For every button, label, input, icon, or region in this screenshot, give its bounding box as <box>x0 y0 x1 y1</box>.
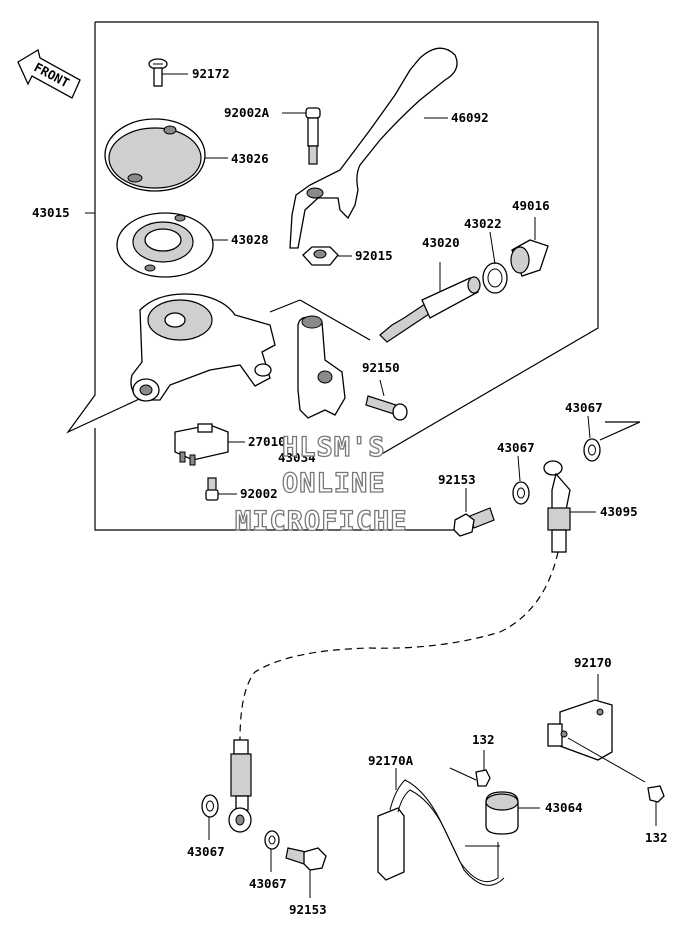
label-92172: 92172 <box>192 66 230 81</box>
label-49016: 49016 <box>512 198 550 213</box>
label-43015: 43015 <box>32 205 70 220</box>
hose-end-lower <box>228 739 252 833</box>
bolt-92150 <box>365 379 408 421</box>
label-92170A: 92170A <box>368 753 414 768</box>
screw-92172 <box>148 58 188 87</box>
nut-92015 <box>302 246 352 266</box>
label-43022: 43022 <box>464 216 502 231</box>
banjo-bolt-92153-a <box>453 488 495 537</box>
bolt-92002A <box>282 107 321 165</box>
label-132-a: 132 <box>472 732 495 747</box>
snap-ring-43022 <box>482 231 508 294</box>
watermark-line-2: ONLINE <box>282 468 386 499</box>
label-132-b: 132 <box>645 830 668 845</box>
clamp-43034 <box>297 315 346 419</box>
piston-assembly-43020 <box>379 262 481 343</box>
screw-92002 <box>205 477 237 501</box>
label-46092: 46092 <box>451 110 489 125</box>
banjo-bolt-92153-b <box>285 847 327 898</box>
washer-43067-a <box>583 415 601 462</box>
label-92002: 92002 <box>240 486 278 501</box>
washer-43067-c <box>201 794 219 840</box>
master-cylinder-body <box>130 293 276 402</box>
washer-43067-d <box>264 830 280 872</box>
watermark-line-1: HLSM'S <box>282 432 386 463</box>
label-27010: 27010 <box>248 434 286 449</box>
label-43026: 43026 <box>231 151 269 166</box>
label-92170: 92170 <box>574 655 612 670</box>
label-92153-b: 92153 <box>289 902 327 917</box>
label-43064: 43064 <box>545 800 583 815</box>
label-92015: 92015 <box>355 248 393 263</box>
watermark: HLSM'S ONLINE MICROFICHE <box>234 431 408 537</box>
washer-43067-b <box>512 455 530 505</box>
label-43067-c: 43067 <box>187 844 225 859</box>
label-43028: 43028 <box>231 232 269 247</box>
assembly-frame <box>66 21 641 531</box>
label-92153-a: 92153 <box>438 472 476 487</box>
brake-lever-46092 <box>289 47 458 249</box>
part-labels: 92172 92002A 46092 43026 43015 43028 920… <box>32 66 668 917</box>
label-92002A: 92002A <box>224 105 270 120</box>
label-43020: 43020 <box>422 235 460 250</box>
dust-boot-49016 <box>510 217 549 277</box>
bracket-92170A <box>377 768 505 886</box>
reservoir-cap-43026 <box>104 118 228 192</box>
diaphragm-43028 <box>116 212 228 278</box>
label-43067-a: 43067 <box>565 400 603 415</box>
label-43067-b: 43067 <box>497 440 535 455</box>
grommet-43064 <box>485 791 540 835</box>
brake-hose-43095 <box>239 460 596 741</box>
brake-switch-27010 <box>174 423 245 466</box>
label-92150: 92150 <box>362 360 400 375</box>
front-arrow-icon: FRONT <box>17 48 81 99</box>
bracket-92170 <box>547 674 646 783</box>
watermark-line-3: MICROFICHE <box>235 506 408 537</box>
label-43067-d: 43067 <box>249 876 287 891</box>
bolt-132-a <box>449 750 491 787</box>
bolt-132-b <box>647 785 665 826</box>
label-43095: 43095 <box>600 504 638 519</box>
label-43034: 43034 <box>278 450 316 465</box>
